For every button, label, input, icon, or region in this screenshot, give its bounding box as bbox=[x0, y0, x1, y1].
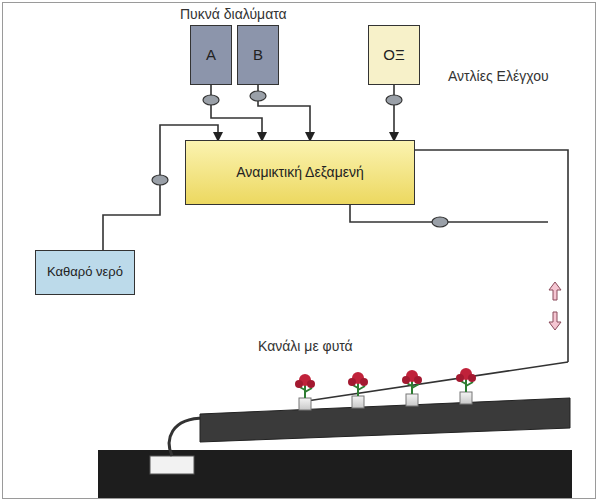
node-label: Αναμικτική Δεξαμενή bbox=[236, 164, 364, 180]
mixing-tank: Αναμικτική Δεξαμενή bbox=[185, 140, 415, 205]
drain-box bbox=[150, 456, 194, 474]
node-label: ΟΞ bbox=[383, 46, 404, 63]
solution-tank: A bbox=[190, 25, 232, 85]
flow-arrow bbox=[92, 254, 561, 330]
solution-tank: ΟΞ bbox=[368, 25, 420, 85]
text-label: Πυκνά διαλύματα bbox=[180, 6, 287, 22]
node-label: Καθαρό νερό bbox=[47, 265, 123, 280]
plant-channel bbox=[200, 398, 570, 442]
base-bench bbox=[98, 450, 572, 498]
pipe-connector bbox=[393, 85, 395, 140]
pipe-connector bbox=[258, 85, 310, 140]
node-label: A bbox=[206, 46, 216, 63]
pipe-connector bbox=[211, 85, 262, 140]
text-label: Κανάλι με φυτά bbox=[258, 338, 353, 354]
solution-tank: B bbox=[237, 25, 279, 85]
node-label: B bbox=[253, 46, 263, 63]
control-pump bbox=[152, 91, 448, 227]
plants bbox=[295, 368, 476, 410]
text-label: Αντλίες Ελέγχου bbox=[448, 68, 549, 84]
drain-pipe bbox=[169, 418, 205, 456]
water-tank: Καθαρό νερό bbox=[35, 250, 135, 295]
